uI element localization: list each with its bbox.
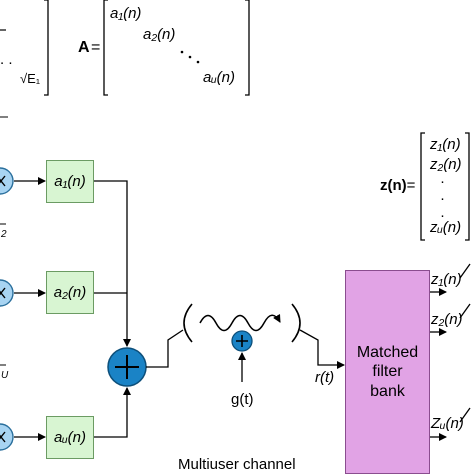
channel-left-paren xyxy=(183,303,193,343)
matched-filter-line2: filter xyxy=(372,363,403,381)
left-matrix-right-bracket xyxy=(44,0,49,96)
matrix-A-label: A xyxy=(78,39,90,56)
source-circle-2 xyxy=(0,279,14,307)
z-vector-entry-1: z₁(n) xyxy=(430,136,461,153)
noise-label: g(t) xyxy=(231,391,254,408)
matrix-A-entry-1: a₁(n) xyxy=(110,5,142,22)
noise-adder-circle xyxy=(231,330,253,352)
adder-circle xyxy=(107,347,147,387)
z-vector-entry-2: z₂(n) xyxy=(430,156,462,173)
matched-filter-line3: bank xyxy=(370,382,405,400)
wire-gain1-to-adder xyxy=(94,180,131,347)
z-vector-entry-u: zᵤ(n) xyxy=(430,219,462,236)
matched-filter-bank: Matched filter bank xyxy=(345,270,430,474)
matrix-A-equals: = xyxy=(91,39,101,56)
wire-adder-to-channel xyxy=(146,329,184,368)
matrix-A-entry-2: a₂(n) xyxy=(143,26,176,43)
sqrt-E1-label: √E₁ xyxy=(20,71,41,86)
output-switch-2 xyxy=(459,303,471,319)
z-vector-dot-2: · xyxy=(440,190,445,207)
matched-filter-line1: Matched xyxy=(356,344,419,362)
received-signal-label: r(t) xyxy=(315,369,335,386)
z-vector-right-bracket xyxy=(465,132,470,241)
z-vector-dot-1: · xyxy=(440,173,445,190)
output-label-2: z₂(n) xyxy=(431,311,463,328)
channel-wave-arrow xyxy=(199,313,281,332)
channel-right-paren xyxy=(291,303,301,343)
gain-block-u: aᵤ(n) xyxy=(46,416,94,459)
z-vector-name: z(n) xyxy=(380,177,407,194)
wire-gainu-to-adder xyxy=(94,387,131,438)
z-vector-equals: = xyxy=(406,177,416,194)
gain-block-2: a₂(n) xyxy=(46,271,94,314)
left-subscript-u: U xyxy=(1,370,9,381)
left-subscript-2: 2 xyxy=(1,229,7,240)
matrix-partial-dots: . . xyxy=(0,51,13,68)
matrix-A-right-bracket xyxy=(245,0,250,96)
z-vector-left-bracket xyxy=(420,132,425,241)
wire-channel-to-matched-filter xyxy=(299,329,345,369)
output-switch-1 xyxy=(459,263,471,279)
z-vector-label: z(n)= xyxy=(380,178,415,193)
matrix-A-diagonal-dots xyxy=(180,50,200,64)
multiuser-channel-title: Multiuser channel xyxy=(178,456,296,473)
output-switch-u xyxy=(459,407,471,423)
z-vector-dot-3: · xyxy=(440,207,445,224)
matrix-A-entry-u: aᵤ(n) xyxy=(203,69,235,86)
output-label-u: Zᵤ(n) xyxy=(431,415,464,432)
source-circle-1 xyxy=(0,167,14,195)
source-circle-u xyxy=(0,423,14,451)
gain-block-1: a₁(n) xyxy=(46,160,94,203)
output-label-1: z₁(n) xyxy=(431,271,462,288)
matrix-A-left-bracket xyxy=(103,0,108,96)
